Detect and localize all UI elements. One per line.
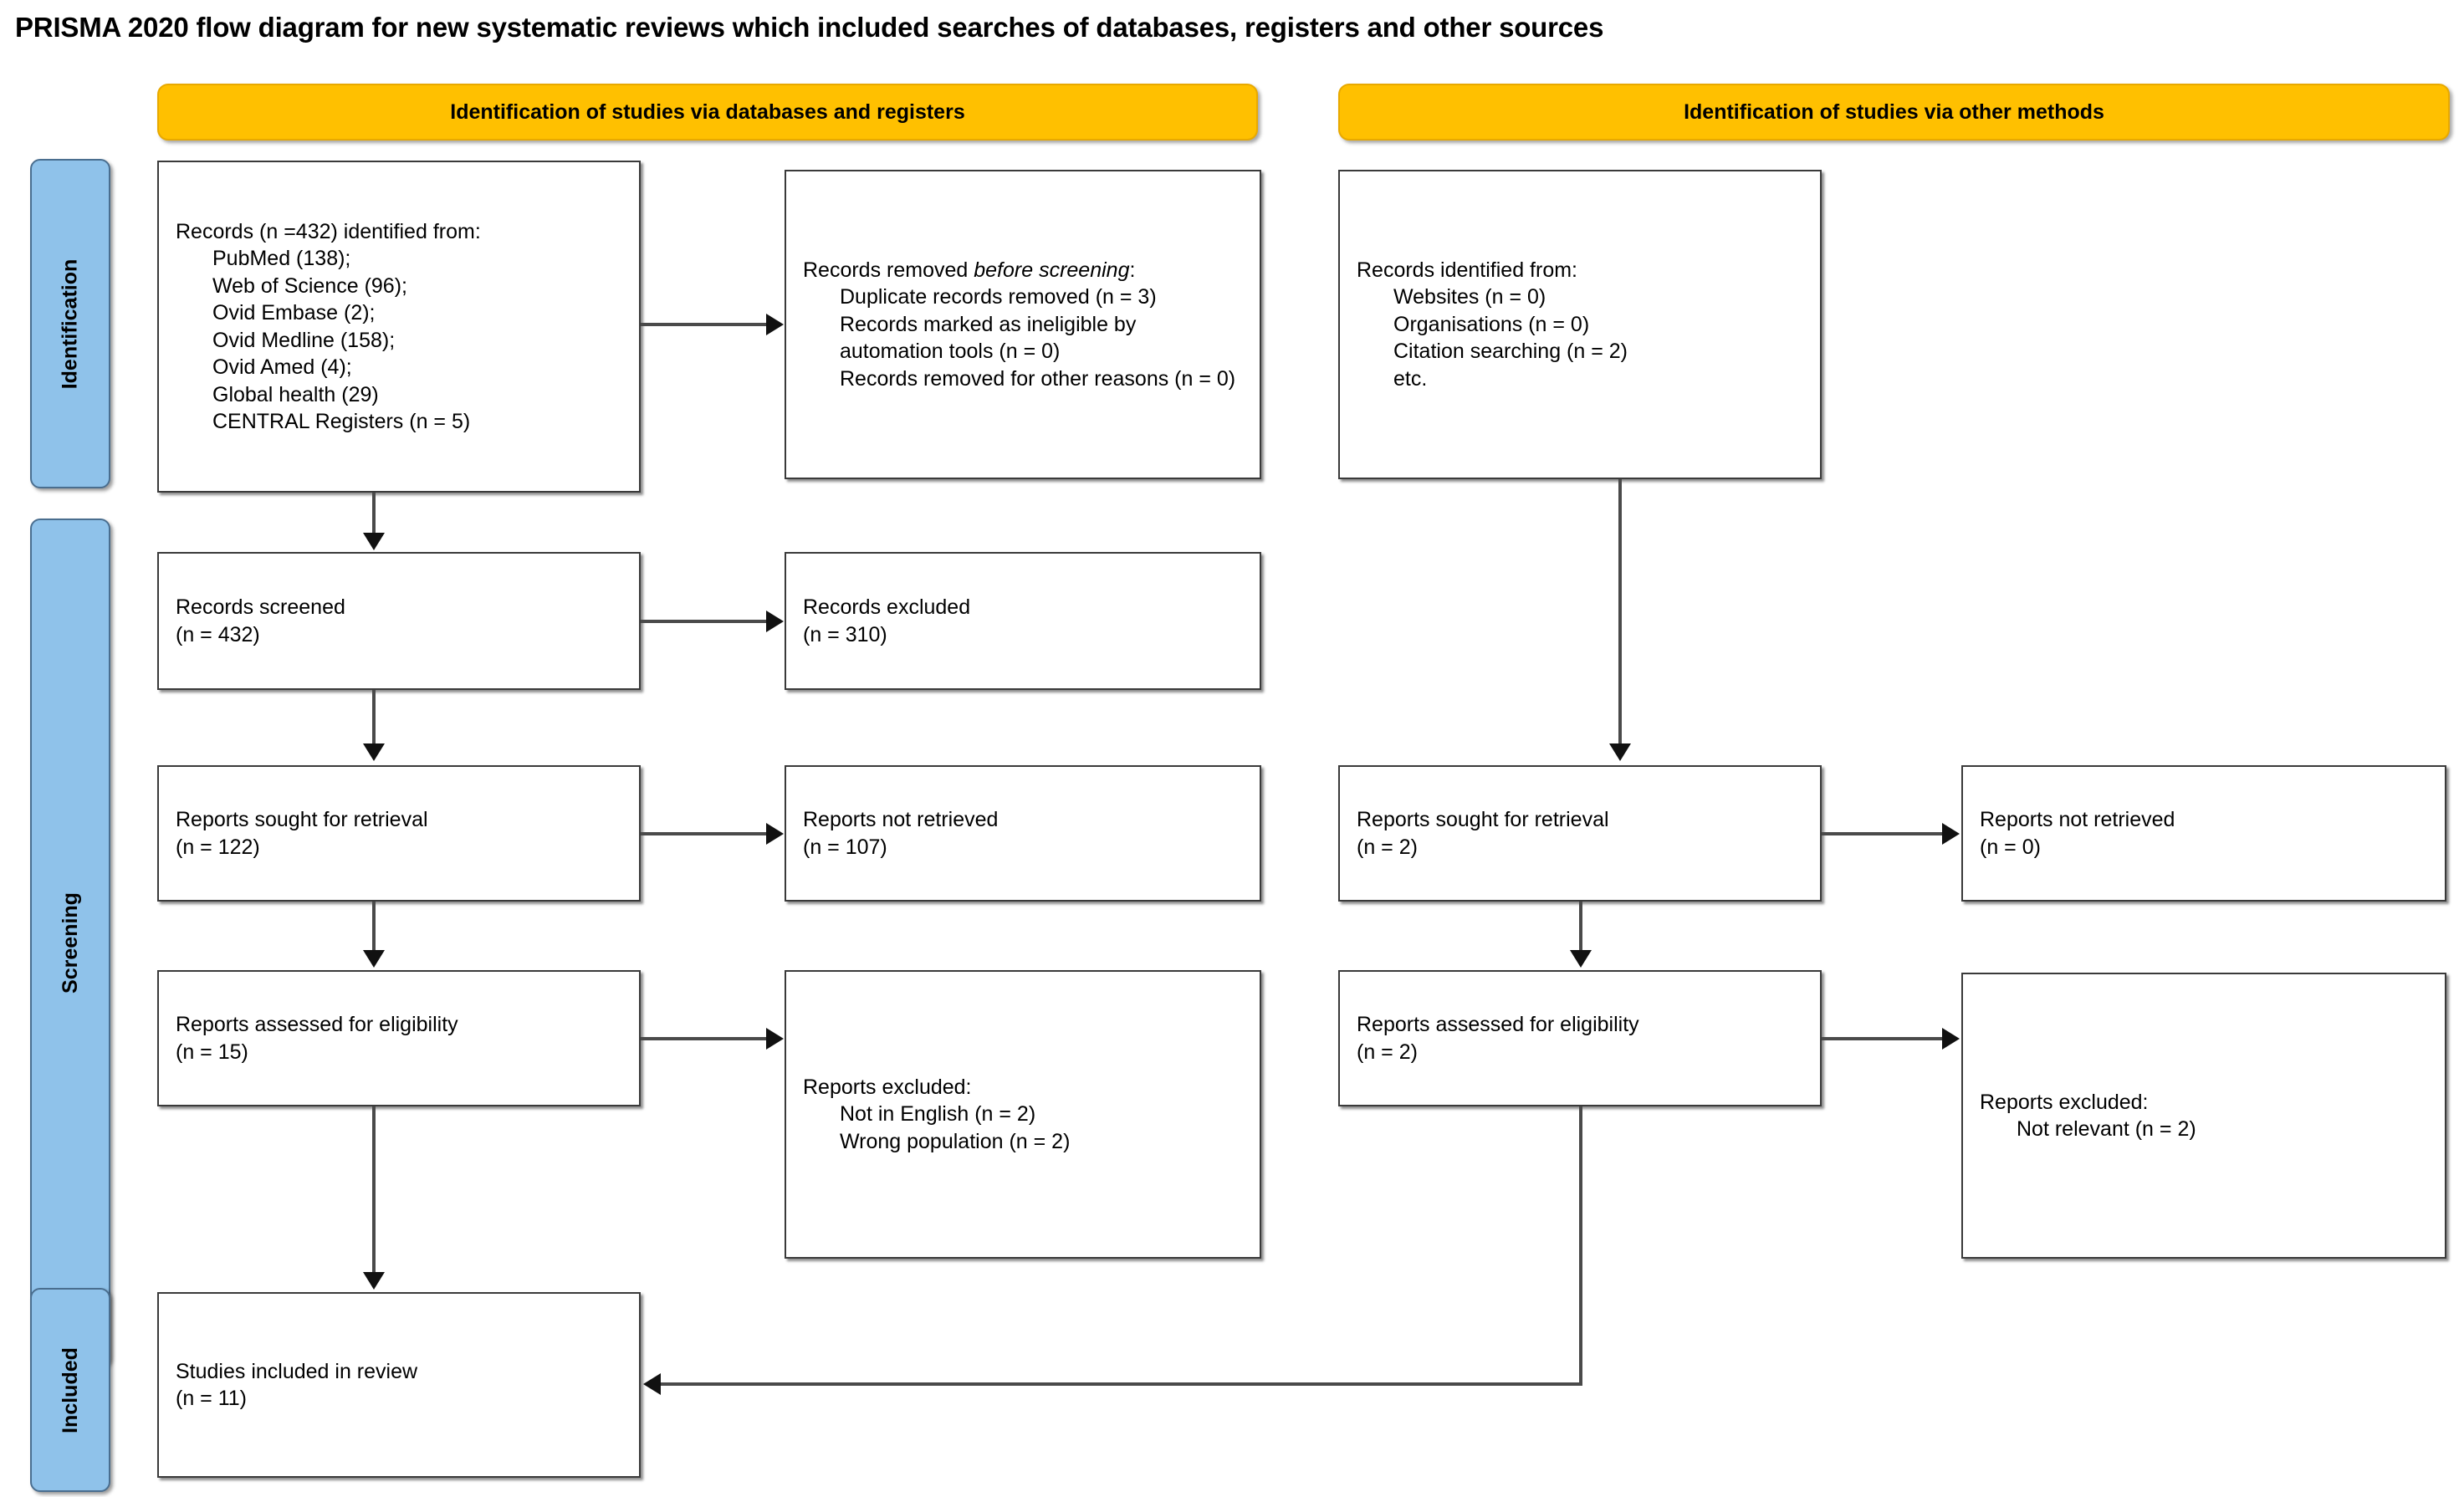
node-records-identified-other: Records identified from: Websites (n = 0… — [1338, 170, 1822, 479]
excluded-reason: Not in English (n = 2) — [840, 1102, 1036, 1127]
reports-assessed-label: Reports assessed for eligibility — [176, 1013, 458, 1036]
diagram-title: PRISMA 2020 flow diagram for new systema… — [15, 12, 1604, 43]
records-excluded-label: Records excluded — [803, 595, 971, 619]
reports-sought-other-label: Reports sought for retrieval — [1357, 808, 1609, 831]
connector-other-assessed-elbow-horizontal — [661, 1382, 1582, 1386]
header-bar-other-methods-label: Identification of studies via other meth… — [1684, 100, 2104, 124]
phase-label-identification-text: Identification — [58, 258, 82, 389]
connector-assessed-to-excluded — [641, 1037, 768, 1040]
arrowhead-identified-to-screened — [363, 533, 385, 550]
source-item: CENTRAL Registers (n = 5) — [212, 410, 471, 433]
phase-label-identification: Identification — [30, 159, 110, 488]
records-removed-heading: Records removed before screening: — [803, 257, 1243, 284]
node-reports-sought-other: Reports sought for retrieval (n = 2) — [1338, 765, 1822, 902]
records-removed-heading-italic: before screening — [974, 258, 1130, 282]
reports-excluded-other-heading: Reports excluded: — [1980, 1090, 2149, 1114]
reports-sought-label: Reports sought for retrieval — [176, 808, 428, 831]
header-bar-databases-label: Identification of studies via databases … — [450, 100, 965, 124]
phase-label-screening: Screening — [30, 519, 110, 1367]
records-identified-heading: Records (n =432) identified from: — [176, 219, 481, 243]
node-reports-excluded-other: Reports excluded: Not relevant (n = 2) — [1961, 973, 2446, 1259]
node-studies-included: Studies included in review (n = 11) — [157, 1292, 641, 1478]
reports-excluded-heading: Reports excluded: — [803, 1075, 972, 1099]
excluded-reason: Wrong population (n = 2) — [840, 1129, 1071, 1153]
source-item: etc. — [1393, 366, 1428, 391]
source-item: PubMed (138); — [212, 247, 351, 270]
source-item: Citation searching (n = 2) — [1393, 340, 1628, 364]
node-reports-sought-databases: Reports sought for retrieval (n = 122) — [157, 765, 641, 902]
connector-other-assessed-to-excluded — [1822, 1037, 1944, 1040]
connector-sought-to-notretrieved — [641, 832, 768, 835]
reports-assessed-other-label: Reports assessed for eligibility — [1357, 1013, 1639, 1036]
source-item: Web of Science (96); — [212, 273, 407, 298]
arrowhead-identified-to-removed — [766, 314, 784, 335]
phase-label-screening-text: Screening — [58, 892, 82, 994]
connector-screened-to-excluded — [641, 620, 768, 623]
reports-sought-count: (n = 122) — [176, 835, 260, 859]
arrowhead-other-identified-to-sought — [1609, 743, 1631, 761]
removed-item: Records marked as ineligible by automati… — [840, 312, 1137, 364]
phase-label-included: Included — [30, 1288, 110, 1492]
studies-included-label: Studies included in review — [176, 1359, 418, 1383]
connector-other-sought-to-notretrieved — [1822, 832, 1944, 835]
node-records-identified-databases: Records (n =432) identified from: PubMed… — [157, 161, 641, 493]
arrowhead-assessed-to-excluded — [766, 1028, 784, 1050]
reports-not-retrieved-other-count: (n = 0) — [1980, 835, 2041, 859]
records-screened-count: (n = 432) — [176, 622, 260, 646]
node-records-screened: Records screened (n = 432) — [157, 552, 641, 690]
arrowhead-assessed-to-included — [363, 1272, 385, 1290]
node-records-excluded: Records excluded (n = 310) — [785, 552, 1261, 690]
records-excluded-count: (n = 310) — [803, 622, 887, 646]
arrowhead-other-sought-to-assessed — [1570, 950, 1592, 968]
reports-sought-other-count: (n = 2) — [1357, 835, 1418, 859]
studies-included-count: (n = 11) — [176, 1387, 247, 1410]
source-item: Websites (n = 0) — [1393, 285, 1546, 309]
reports-not-retrieved-other-label: Reports not retrieved — [1980, 808, 2175, 831]
node-records-removed-before-screening: Records removed before screening: Duplic… — [785, 170, 1261, 479]
connector-other-identified-to-sought — [1618, 479, 1622, 745]
node-reports-not-retrieved-databases: Reports not retrieved (n = 107) — [785, 765, 1261, 902]
arrowhead-screened-to-sought — [363, 743, 385, 761]
arrowhead-screened-to-excluded — [766, 611, 784, 632]
node-reports-not-retrieved-other: Reports not retrieved (n = 0) — [1961, 765, 2446, 902]
source-item: Organisations (n = 0) — [1393, 312, 1590, 336]
header-bar-databases: Identification of studies via databases … — [157, 84, 1258, 141]
connector-assessed-to-included — [372, 1106, 376, 1274]
records-removed-heading-prefix: Records removed — [803, 258, 974, 282]
source-item: Ovid Embase (2); — [212, 301, 376, 324]
connector-screened-to-sought — [372, 690, 376, 745]
source-item: Ovid Amed (4); — [212, 355, 352, 379]
arrowhead-sought-to-assessed — [363, 950, 385, 968]
header-bar-other-methods: Identification of studies via other meth… — [1338, 84, 2450, 141]
records-removed-heading-suffix: : — [1129, 258, 1136, 282]
connector-other-sought-to-assessed — [1579, 902, 1582, 952]
reports-assessed-other-count: (n = 2) — [1357, 1040, 1418, 1064]
arrowhead-other-assessed-to-included — [643, 1373, 661, 1395]
records-screened-label: Records screened — [176, 595, 345, 619]
phase-label-included-text: Included — [58, 1346, 82, 1433]
source-item: Global health (29) — [212, 382, 379, 406]
arrowhead-other-sought-to-notretrieved — [1942, 823, 1960, 845]
node-reports-excluded-databases: Reports excluded: Not in English (n = 2)… — [785, 970, 1261, 1259]
reports-not-retrieved-label: Reports not retrieved — [803, 808, 999, 831]
reports-assessed-count: (n = 15) — [176, 1040, 248, 1064]
excluded-reason: Not relevant (n = 2) — [2017, 1117, 2196, 1141]
connector-sought-to-assessed — [372, 902, 376, 952]
arrowhead-other-assessed-to-excluded — [1942, 1028, 1960, 1050]
removed-item: Records removed for other reasons (n = 0… — [840, 366, 1236, 391]
records-identified-other-heading: Records identified from: — [1357, 258, 1578, 282]
connector-other-assessed-elbow-vertical — [1579, 1106, 1582, 1386]
arrowhead-sought-to-notretrieved — [766, 823, 784, 845]
reports-not-retrieved-count: (n = 107) — [803, 835, 887, 859]
connector-identified-to-removed — [641, 323, 768, 326]
node-reports-assessed-databases: Reports assessed for eligibility (n = 15… — [157, 970, 641, 1106]
node-reports-assessed-other: Reports assessed for eligibility (n = 2) — [1338, 970, 1822, 1106]
removed-item: Duplicate records removed (n = 3) — [840, 285, 1157, 309]
connector-identified-to-screened — [372, 493, 376, 534]
source-item: Ovid Medline (158); — [212, 328, 396, 352]
